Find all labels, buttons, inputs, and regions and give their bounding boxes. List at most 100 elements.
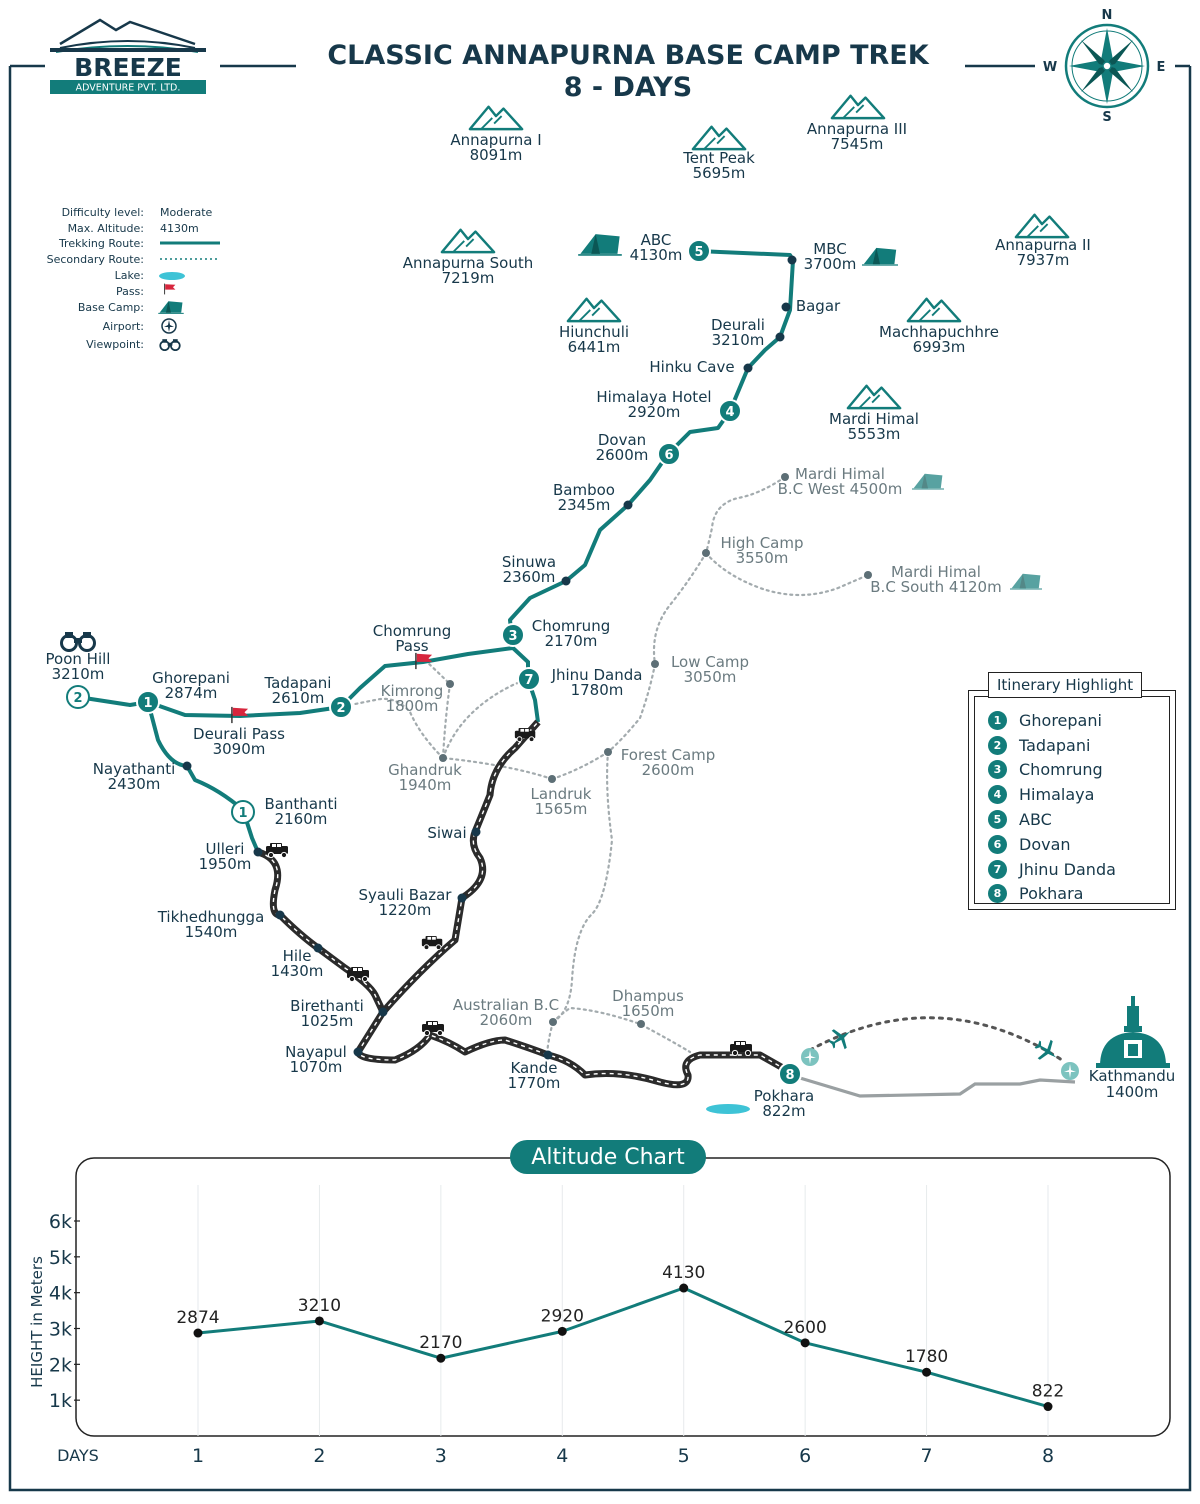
legend-label: Airport: bbox=[103, 320, 144, 333]
data-point bbox=[557, 1326, 567, 1336]
data-label: 1780 bbox=[905, 1347, 948, 1367]
day-marker: 1 bbox=[136, 690, 160, 714]
place-name: Nayapul bbox=[285, 1043, 347, 1061]
peak-name: Annapurna South bbox=[403, 254, 533, 272]
waypoint-dots bbox=[182, 255, 797, 1060]
x-tick-label: 3 bbox=[435, 1445, 447, 1467]
y-tick-label: 4k bbox=[49, 1283, 72, 1305]
itinerary-item-label: Pokhara bbox=[1019, 884, 1084, 904]
place-name: Jhinu Danda bbox=[551, 666, 643, 684]
itinerary-number: 5 bbox=[988, 810, 1007, 830]
peak-name: Machhapuchhre bbox=[879, 323, 999, 341]
tent-icon bbox=[578, 233, 622, 256]
data-point bbox=[436, 1353, 446, 1363]
compass-icon: N S W E bbox=[1043, 8, 1166, 125]
legend-label: Lake: bbox=[115, 269, 144, 282]
place-name: Poon Hill bbox=[46, 650, 111, 668]
x-tick-label: 7 bbox=[921, 1445, 933, 1467]
place-altitude: 3210m bbox=[52, 665, 105, 683]
place-name: Sinuwa bbox=[502, 553, 556, 571]
place-name: Deurali bbox=[711, 316, 765, 334]
itinerary-number: 6 bbox=[988, 834, 1007, 854]
day-marker: 7 bbox=[517, 667, 541, 691]
marker-number: 6 bbox=[664, 448, 673, 463]
x-tick-label: 5 bbox=[678, 1445, 690, 1467]
peak-name: Annapurna III bbox=[807, 120, 907, 138]
alt-marker: 1 bbox=[231, 800, 255, 824]
altitude-line bbox=[197, 1286, 1049, 1408]
marker-number: 8 bbox=[785, 1068, 794, 1083]
itinerary-number: 3 bbox=[988, 760, 1007, 780]
place-altitude: B.C West 4500m bbox=[778, 480, 903, 498]
place-name: High Camp bbox=[720, 534, 803, 552]
place-altitude: 4130m bbox=[630, 246, 683, 264]
mountain-icon bbox=[440, 228, 496, 254]
marker-number: 2 bbox=[336, 701, 345, 716]
legend-label: Difficulty level: bbox=[62, 206, 144, 219]
place-name: Mardi Himal bbox=[891, 563, 981, 581]
place-altitude: 2600m bbox=[596, 446, 649, 464]
place-name: Siwai bbox=[427, 824, 466, 842]
marker-number: 5 bbox=[694, 245, 703, 260]
data-label: 2170 bbox=[419, 1333, 462, 1353]
place-name: Forest Camp bbox=[621, 746, 716, 764]
place-altitude: 2160m bbox=[275, 810, 328, 828]
peak-altitude: 7937m bbox=[1017, 251, 1070, 269]
place-altitude: 2360m bbox=[503, 568, 556, 586]
data-label: 3210 bbox=[298, 1296, 341, 1316]
peak-name: Mardi Himal bbox=[829, 410, 919, 428]
data-point bbox=[1043, 1402, 1053, 1412]
jeep-icon bbox=[421, 935, 443, 950]
airport-icon bbox=[801, 1048, 819, 1066]
flight-path bbox=[808, 1016, 1067, 1064]
place-name: Bagar bbox=[796, 297, 841, 315]
legend-value: 4130m bbox=[160, 222, 199, 235]
jeep-icon bbox=[265, 842, 289, 858]
data-label: 822 bbox=[1032, 1382, 1064, 1402]
data-point bbox=[922, 1367, 932, 1377]
place-name: Nayathanti bbox=[93, 760, 176, 778]
legend-label: Secondary Route: bbox=[47, 253, 144, 266]
airport-icon bbox=[1061, 1062, 1079, 1080]
x-tick-label: 6 bbox=[799, 1445, 811, 1467]
itinerary-number: 2 bbox=[988, 735, 1007, 755]
peak-altitude: 6993m bbox=[913, 338, 966, 356]
tent-icon bbox=[158, 300, 184, 314]
marker-number: 4 bbox=[725, 405, 734, 420]
compass-west: W bbox=[1043, 60, 1057, 75]
itinerary-item-label: Himalaya bbox=[1019, 785, 1095, 805]
place-name: Deurali Pass bbox=[193, 725, 285, 743]
mountain-icon bbox=[1014, 213, 1070, 239]
place-name: Kathmandu bbox=[1089, 1067, 1176, 1085]
compass-north: N bbox=[1102, 8, 1113, 23]
place-name: Tadapani bbox=[264, 674, 332, 692]
day-marker: 3 bbox=[501, 623, 525, 647]
place-name: Hile bbox=[283, 947, 312, 965]
place-altitude: 1070m bbox=[290, 1058, 343, 1076]
day-marker: 5 bbox=[687, 239, 711, 263]
peak-altitude: 8091m bbox=[470, 146, 523, 164]
place-name: Australian B.C bbox=[453, 996, 559, 1014]
x-tick-label: 8 bbox=[1042, 1445, 1054, 1467]
place-name: Low Camp bbox=[671, 653, 749, 671]
stupa-icon bbox=[1096, 996, 1170, 1068]
y-tick-label: 2k bbox=[49, 1354, 72, 1376]
tent-icon bbox=[862, 247, 898, 266]
place-altitude: B.C South 4120m bbox=[870, 578, 1001, 596]
brand-logo: BREEZE ADVENTURE PVT. LTD. bbox=[50, 18, 206, 94]
place-name: Hinku Cave bbox=[649, 358, 734, 376]
mountain-icon bbox=[906, 297, 962, 323]
day-marker: 4 bbox=[718, 399, 742, 423]
place-altitude: 822m bbox=[762, 1102, 805, 1120]
place-altitude: 2610m bbox=[272, 689, 325, 707]
legend-label: Trekking Route: bbox=[58, 237, 144, 250]
place-altitude: 3210m bbox=[712, 331, 765, 349]
